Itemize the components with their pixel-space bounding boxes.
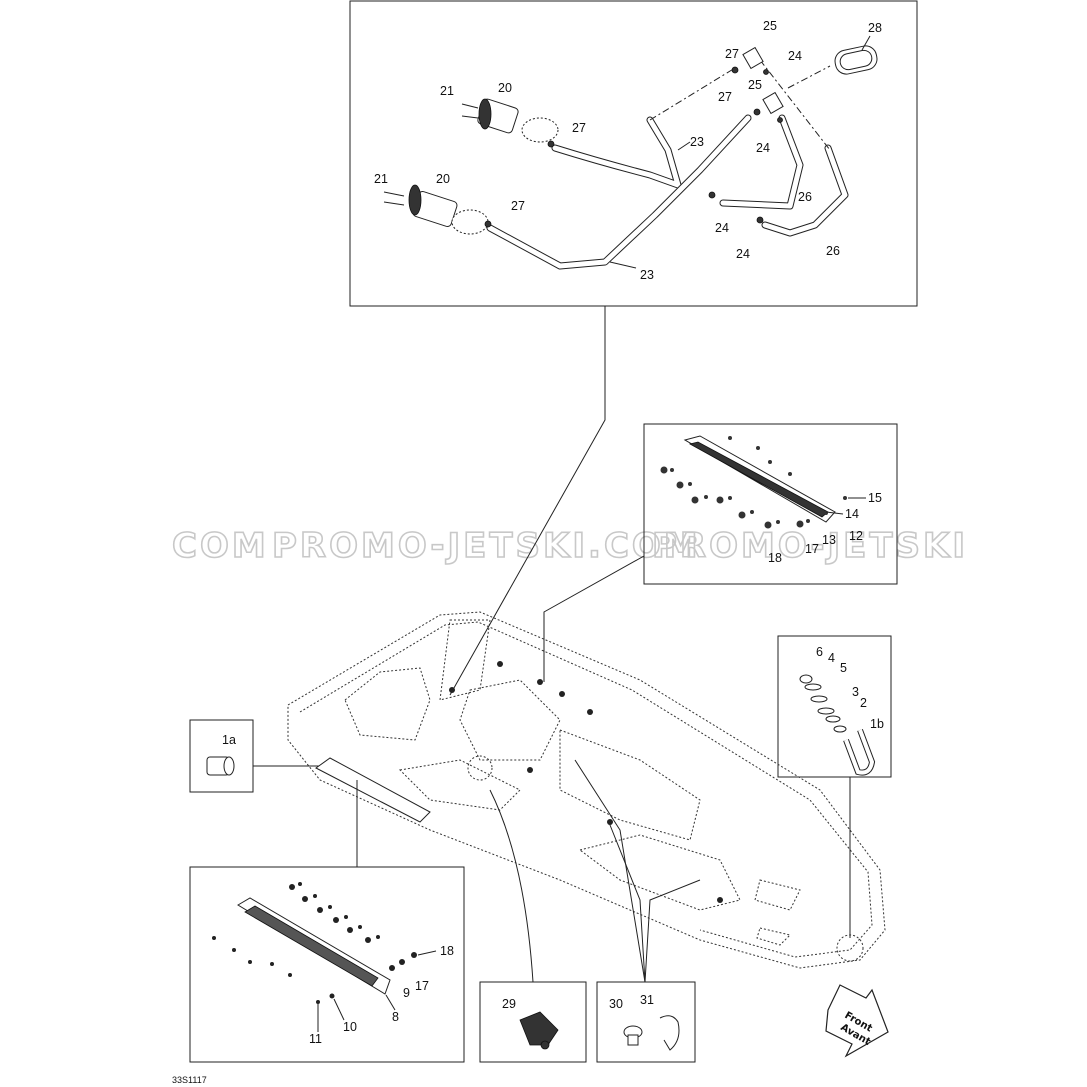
label-26-upper: 26: [798, 190, 812, 204]
front-direction-arrow: Front Avant: [825, 984, 889, 1058]
label-4: 4: [828, 651, 835, 665]
label-25-upper: 25: [763, 19, 777, 33]
detail-box-hoses: 20 21 27 20 21 27 23 23 25 27 24 25 27 2…: [349, 0, 918, 696]
watermark: COM PROMO-JETSKI.COM PROMO-JETSKI: [171, 525, 968, 567]
detail-box-29: 29: [479, 789, 587, 1063]
label-18-handle: 18: [768, 551, 782, 565]
watermark-text-left: COM: [172, 526, 269, 566]
label-17-handle: 17: [805, 542, 819, 556]
label-10: 10: [343, 1020, 357, 1034]
cap-28: [834, 45, 878, 75]
label-21-upper: 21: [440, 84, 454, 98]
watermark-text-right: PROMO-JETSKI: [652, 526, 968, 566]
detail-box-drain: 6 4 5 3 2 1b: [777, 635, 892, 938]
label-25-lower: 25: [748, 78, 762, 92]
label-27-upper: 27: [572, 121, 586, 135]
label-27-right-lower: 27: [718, 90, 732, 104]
label-30: 30: [609, 997, 623, 1011]
label-29: 29: [502, 997, 516, 1011]
label-20-lower: 20: [436, 172, 450, 186]
label-6: 6: [816, 645, 823, 659]
detail-box-1a: 1a: [189, 719, 328, 793]
label-20-upper: 20: [498, 81, 512, 95]
label-1a: 1a: [222, 733, 236, 747]
label-24-lower-right: 24: [736, 247, 750, 261]
fuel-pump-lower: [383, 184, 492, 235]
label-11: 11: [309, 1032, 322, 1046]
label-31: 31: [640, 993, 654, 1007]
watercraft-hull: [287, 611, 886, 969]
label-24-lower-left: 24: [715, 221, 729, 235]
detail-box-board: 18 17 9 8 10 11: [189, 780, 465, 1063]
label-2: 2: [860, 696, 867, 710]
fittings-25: [708, 46, 784, 224]
label-27-lower: 27: [511, 199, 525, 213]
fuel-pump-upper: [461, 98, 559, 148]
label-14: 14: [845, 507, 859, 521]
label-1b: 1b: [870, 717, 884, 731]
detail-box-30-31: 30 31: [574, 759, 701, 1063]
label-26-lower: 26: [826, 244, 840, 258]
label-18-board: 18: [440, 944, 454, 958]
label-24-upper: 24: [788, 49, 802, 63]
detail-box-handle: 15 14 12 13 17 18: [543, 423, 898, 682]
label-12: 12: [849, 529, 863, 543]
label-13: 13: [822, 533, 836, 547]
label-5: 5: [840, 661, 847, 675]
label-8: 8: [392, 1010, 399, 1024]
label-23-upper: 23: [690, 135, 704, 149]
label-15: 15: [868, 491, 882, 505]
watermark-text-mid: PROMO-JETSKI.COM: [272, 526, 701, 566]
label-27-right-upper: 27: [725, 47, 739, 61]
label-9: 9: [403, 986, 410, 1000]
label-24-mid: 24: [756, 141, 770, 155]
label-21-lower: 21: [374, 172, 388, 186]
label-23-lower: 23: [640, 268, 654, 282]
label-28: 28: [868, 21, 882, 35]
diagram-code: 33S1117: [172, 1075, 207, 1085]
label-3: 3: [852, 685, 859, 699]
label-17-board: 17: [415, 979, 429, 993]
